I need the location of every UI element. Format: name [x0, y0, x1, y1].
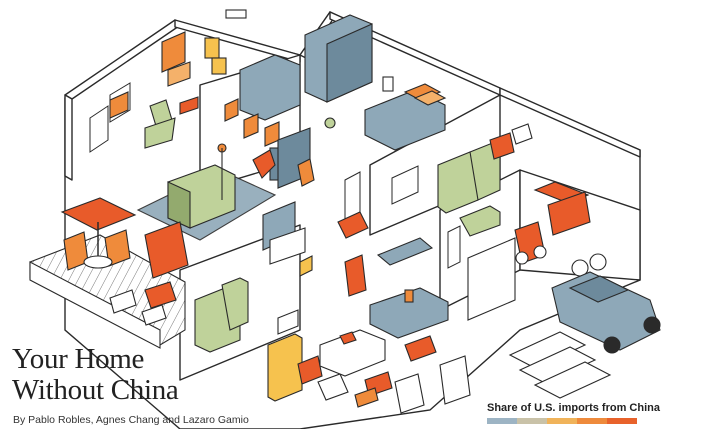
- bathroom: [161, 9, 247, 87]
- kitchen: [319, 237, 471, 414]
- article-title-line-1: Your Home: [12, 343, 145, 375]
- legend-swatch: [517, 418, 547, 424]
- color-legend: Share of U.S. imports from China: [487, 402, 715, 424]
- legend-title: Share of U.S. imports from China: [487, 402, 660, 414]
- article-title: Your Home Without China: [12, 344, 179, 406]
- article-byline: By Pablo Robles, Agnes Chang and Lazaro …: [13, 414, 249, 426]
- patio: [29, 197, 189, 349]
- legend-swatch: [487, 418, 517, 424]
- bedroom: [224, 14, 447, 151]
- legend-swatch: [577, 418, 607, 424]
- legend-color-scale: [487, 418, 637, 424]
- laundry-room: [437, 123, 533, 237]
- legend-swatch: [547, 418, 577, 424]
- living-room: [136, 127, 369, 297]
- front-steps: [508, 331, 612, 399]
- utility-room: [194, 277, 349, 402]
- legend-swatch: [607, 418, 637, 424]
- office: [109, 91, 199, 149]
- article-title-line-2: Without China: [12, 374, 179, 406]
- garage: [467, 181, 661, 354]
